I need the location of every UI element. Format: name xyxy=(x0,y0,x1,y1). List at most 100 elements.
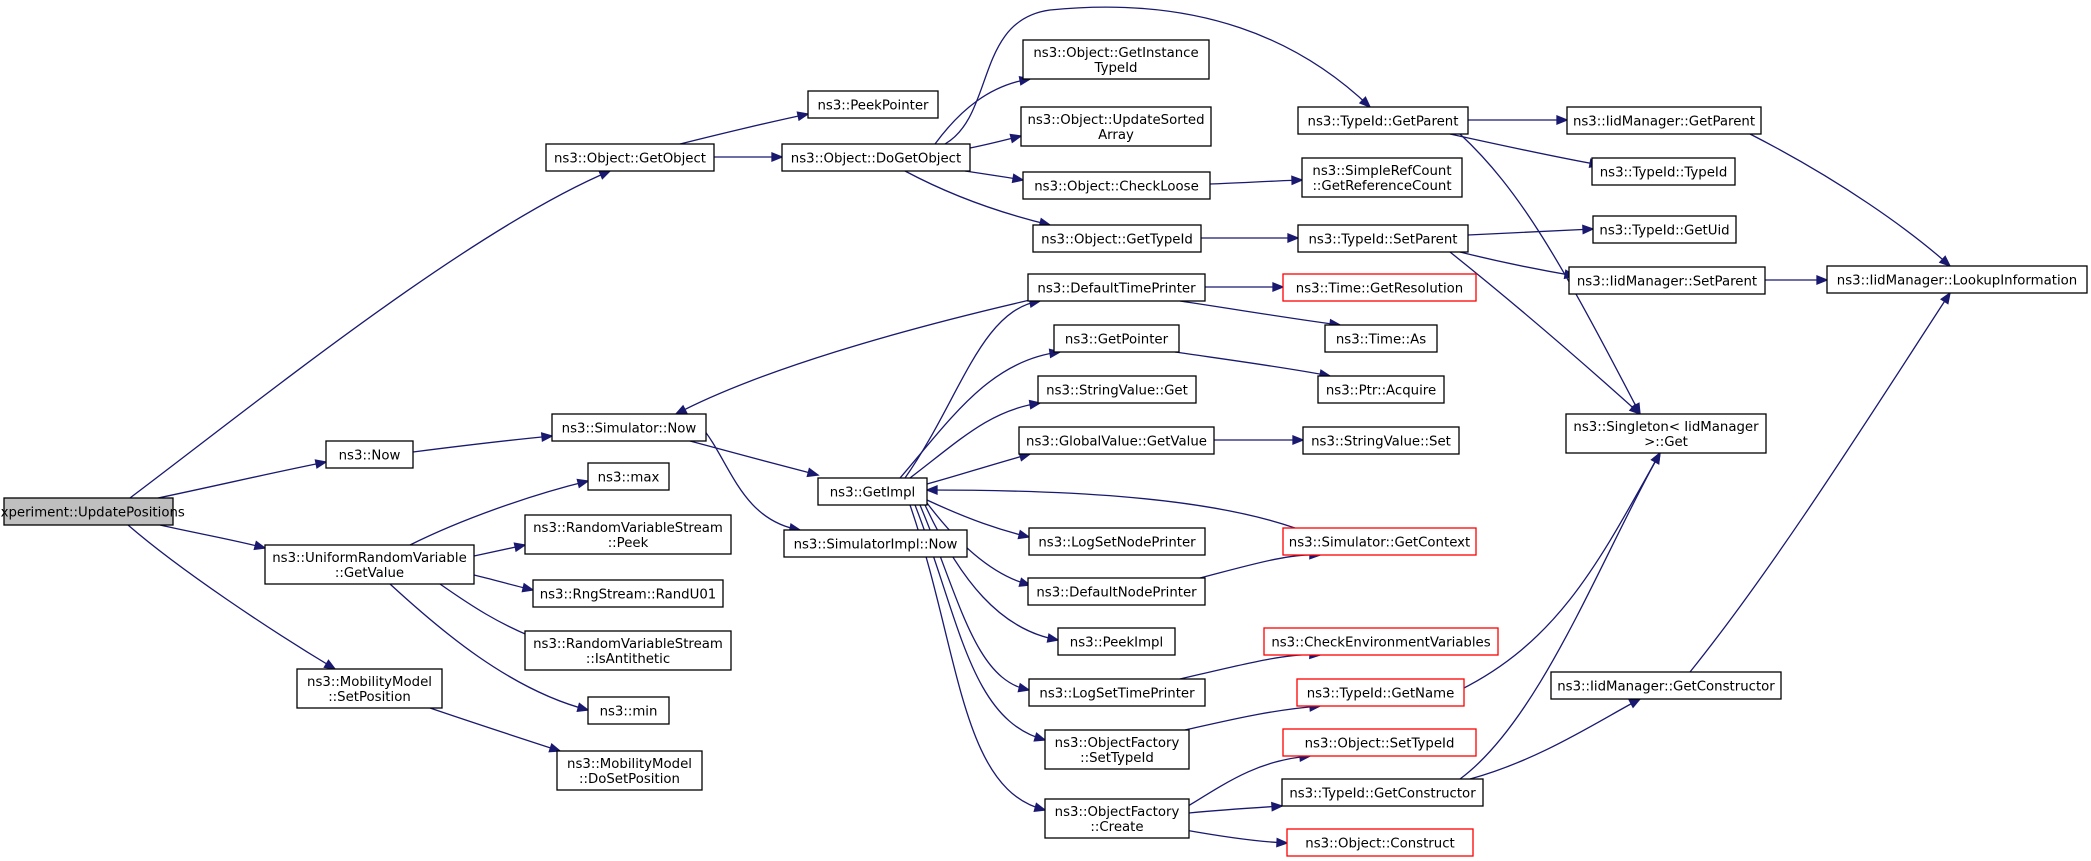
node-getimpl[interactable]: ns3::GetImpl xyxy=(817,477,928,506)
node-iidm-getconstructor[interactable]: ns3::IidManager::GetConstructor xyxy=(1550,671,1782,700)
node-stringvalue-set[interactable]: ns3::StringValue::Set xyxy=(1302,426,1460,455)
node-ptr-acquire[interactable]: ns3::Ptr::Acquire xyxy=(1317,375,1445,404)
node-box xyxy=(296,668,443,709)
node-logsetnodeprinter[interactable]: ns3::LogSetNodePrinter xyxy=(1028,527,1206,556)
node-obj-settypeid[interactable]: ns3::Object::SetTypeId xyxy=(1282,728,1477,757)
node-box xyxy=(1032,224,1202,253)
node-defaultnodeprinter[interactable]: ns3::DefaultNodePrinter xyxy=(1027,577,1206,606)
node-of-create[interactable]: ns3::ObjectFactory::Create xyxy=(1044,798,1190,839)
node-urv-getvalue[interactable]: ns3::UniformRandomVariable::GetValue xyxy=(264,544,475,585)
node-tid-getconstructor[interactable]: ns3::TypeId::GetConstructor xyxy=(1281,778,1484,807)
node-logsettimeprinter[interactable]: ns3::LogSetTimePrinter xyxy=(1028,678,1206,707)
node-peekpointer[interactable]: ns3::PeekPointer xyxy=(807,90,939,119)
node-label: ::GetValue xyxy=(335,566,404,581)
node-box xyxy=(807,90,939,119)
node-of-settypeid[interactable]: ns3::ObjectFactory::SetTypeId xyxy=(1044,729,1190,770)
node-obj-gettypeid[interactable]: ns3::Object::GetTypeId xyxy=(1032,224,1202,253)
node-box xyxy=(1263,627,1499,656)
edge-getimpl-to-of_create-arrowhead xyxy=(1033,802,1047,812)
node-checkloose[interactable]: ns3::Object::CheckLoose xyxy=(1022,171,1211,200)
node-stringvalue-get[interactable]: ns3::StringValue::Get xyxy=(1037,375,1197,404)
node-box xyxy=(1282,273,1477,302)
node-globalvalue-getvalue[interactable]: ns3::GlobalValue::GetValue xyxy=(1018,426,1215,455)
node-tid-typeid[interactable]: ns3::TypeId::TypeId xyxy=(1591,157,1736,186)
node-sim-getcontext[interactable]: ns3::Simulator::GetContext xyxy=(1282,527,1477,556)
node-label: ns3::TypeId::GetUid xyxy=(1599,224,1729,239)
edge-tid_getparent-to-singleton_get xyxy=(1459,133,1641,415)
node-iidm-setparent[interactable]: ns3::IidManager::SetParent xyxy=(1568,266,1766,295)
node-box xyxy=(1317,375,1445,404)
edge-dogetobject-to-obj_gettypeid xyxy=(904,170,1051,226)
edge-getimpl-to-defaultnodeprinter xyxy=(926,502,1031,586)
node-singleton-get[interactable]: ns3::Singleton< IidManager>::Get xyxy=(1565,413,1767,454)
node-label: ns3::IidManager::SetParent xyxy=(1577,275,1757,290)
node-label: ns3::Object::SetTypeId xyxy=(1305,737,1455,752)
node-time-getresolution[interactable]: ns3::Time::GetResolution xyxy=(1282,273,1477,302)
edge-checkloose-to-simplerefcount-arrowhead xyxy=(1291,175,1304,186)
node-tid-getparent[interactable]: ns3::TypeId::GetParent xyxy=(1297,106,1469,135)
node-label: ns3::GetPointer xyxy=(1065,333,1169,348)
edge-root-to-urv_getvalue-arrowhead xyxy=(253,540,267,551)
edge-iidm_getparent-to-iidm_lookup xyxy=(1749,133,1951,267)
node-root[interactable]: Experiment::UpdatePositions xyxy=(0,497,185,526)
node-tid-setparent[interactable]: ns3::TypeId::SetParent xyxy=(1297,224,1469,253)
edge-tid_getparent-to-tid_typeid xyxy=(1449,133,1601,166)
node-defaulttimeprinter[interactable]: ns3::DefaultTimePrinter xyxy=(1027,273,1206,302)
edge-getimpl-to-defaultnodeprinter-arrowhead xyxy=(1018,577,1032,587)
node-label: ns3::PeekImpl xyxy=(1070,636,1163,651)
node-min[interactable]: ns3::min xyxy=(587,696,670,725)
edge-of_settypeid-to-tid_getname xyxy=(1184,705,1321,731)
node-getpointer[interactable]: ns3::GetPointer xyxy=(1053,324,1180,353)
node-randu01[interactable]: ns3::RngStream::RandU01 xyxy=(532,579,724,608)
node-box xyxy=(524,630,732,671)
node-peekimpl[interactable]: ns3::PeekImpl xyxy=(1057,627,1176,656)
node-simimpl-now[interactable]: ns3::SimulatorImpl::Now xyxy=(783,529,968,558)
node-mm-setposition[interactable]: ns3::MobilityModel::SetPosition xyxy=(296,668,443,709)
node-simplerefcount[interactable]: ns3::SimpleRefCount::GetReferenceCount xyxy=(1301,157,1463,198)
node-dogetobject[interactable]: ns3::Object::DoGetObject xyxy=(781,143,971,172)
node-box xyxy=(1297,106,1469,135)
node-tid-getuid[interactable]: ns3::TypeId::GetUid xyxy=(1592,215,1737,244)
edge-getimpl-to-getpointer xyxy=(899,351,1061,479)
edge-tid_setparent-to-tid_getuid xyxy=(1467,228,1594,236)
edge-tid_getname-to-singleton_get xyxy=(1459,452,1661,691)
node-simulator-now[interactable]: ns3::Simulator::Now xyxy=(551,413,707,442)
node-label: ns3::DefaultTimePrinter xyxy=(1037,282,1196,297)
node-label: ::DoSetPosition xyxy=(579,772,680,787)
node-label: ns3::CheckEnvironmentVariables xyxy=(1271,636,1490,651)
call-nodes: Experiment::UpdatePositionsns3::Object::… xyxy=(0,39,2088,857)
node-mm-dosetposition[interactable]: ns3::MobilityModel::DoSetPosition xyxy=(556,750,703,791)
edge-urv_getvalue-to-min xyxy=(389,583,589,711)
node-getobject[interactable]: ns3::Object::GetObject xyxy=(545,143,715,172)
edge-of_create-to-tid_getconstructor-arrowhead xyxy=(1271,801,1284,812)
node-label: ns3::PeekPointer xyxy=(817,99,929,114)
node-obj-construct[interactable]: ns3::Object::Construct xyxy=(1286,828,1474,857)
node-rvs-isantithetic[interactable]: ns3::RandomVariableStream::IsAntithetic xyxy=(524,630,732,671)
node-rvs-peek[interactable]: ns3::RandomVariableStream::Peek xyxy=(524,514,732,555)
node-box xyxy=(1022,171,1211,200)
node-box xyxy=(1028,527,1206,556)
node-box xyxy=(781,143,971,172)
node-label: ns3::TypeId::SetParent xyxy=(1308,233,1457,248)
node-label: ns3::max xyxy=(598,471,660,486)
node-tid-getname[interactable]: ns3::TypeId::GetName xyxy=(1296,678,1465,707)
edge-of_create-to-obj_settypeid xyxy=(1184,755,1311,809)
node-now[interactable]: ns3::Now xyxy=(325,440,414,469)
node-iidm-getparent[interactable]: ns3::IidManager::GetParent xyxy=(1566,106,1762,135)
edge-root-to-now xyxy=(157,461,327,499)
node-box xyxy=(3,497,174,526)
node-label: ns3::IidManager::LookupInformation xyxy=(1837,274,2077,289)
edge-checkloose-to-simplerefcount xyxy=(1209,179,1303,185)
node-box xyxy=(1282,728,1477,757)
node-iidm-lookup[interactable]: ns3::IidManager::LookupInformation xyxy=(1826,265,2088,294)
node-checkenv[interactable]: ns3::CheckEnvironmentVariables xyxy=(1263,627,1499,656)
node-box xyxy=(1020,106,1212,147)
edge-urv_getvalue-to-max-arrowhead xyxy=(576,478,590,489)
node-box xyxy=(1027,577,1206,606)
node-box xyxy=(1566,106,1762,135)
node-max[interactable]: ns3::max xyxy=(587,462,670,491)
node-time-as[interactable]: ns3::Time::As xyxy=(1324,324,1438,353)
